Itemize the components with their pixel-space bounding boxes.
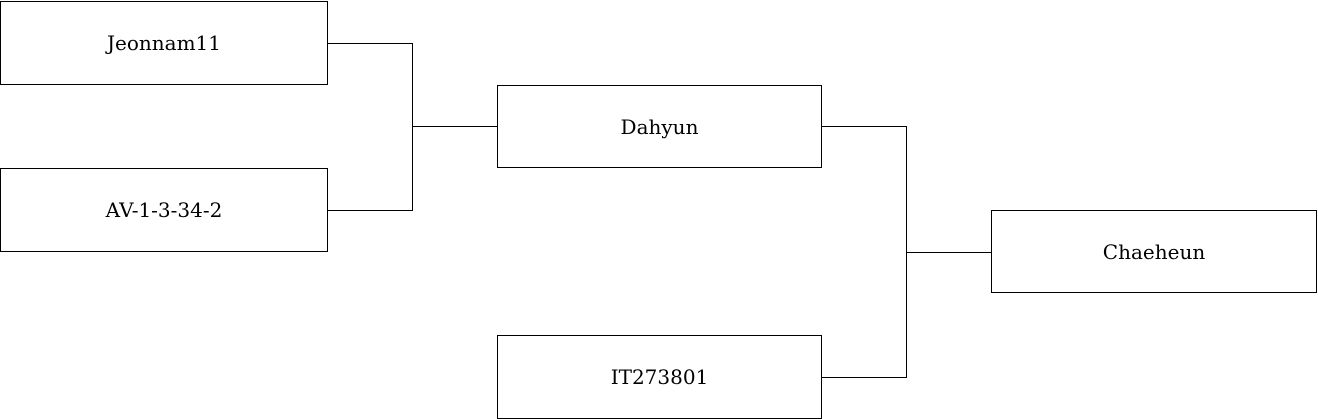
node-label: IT273801 (610, 365, 709, 389)
node-label: AV-1-3-34-2 (105, 198, 223, 222)
connector-jeonnam-to-dahyun (328, 43, 497, 127)
node-av-1-3-34-2: AV-1-3-34-2 (0, 168, 328, 252)
connector-av-to-dahyun (328, 126, 413, 211)
node-label: Dahyun (620, 114, 699, 139)
node-chaeheun: Chaeheun (991, 210, 1317, 293)
connector-dahyun-to-chaeheun (822, 126, 991, 253)
node-label: Jeonnam11 (107, 31, 221, 55)
node-label: Chaeheun (1102, 239, 1206, 264)
node-it273801: IT273801 (497, 335, 822, 419)
node-dahyun: Dahyun (497, 85, 822, 168)
connector-it-to-chaeheun (822, 252, 907, 378)
node-jeonnam11: Jeonnam11 (0, 1, 328, 85)
